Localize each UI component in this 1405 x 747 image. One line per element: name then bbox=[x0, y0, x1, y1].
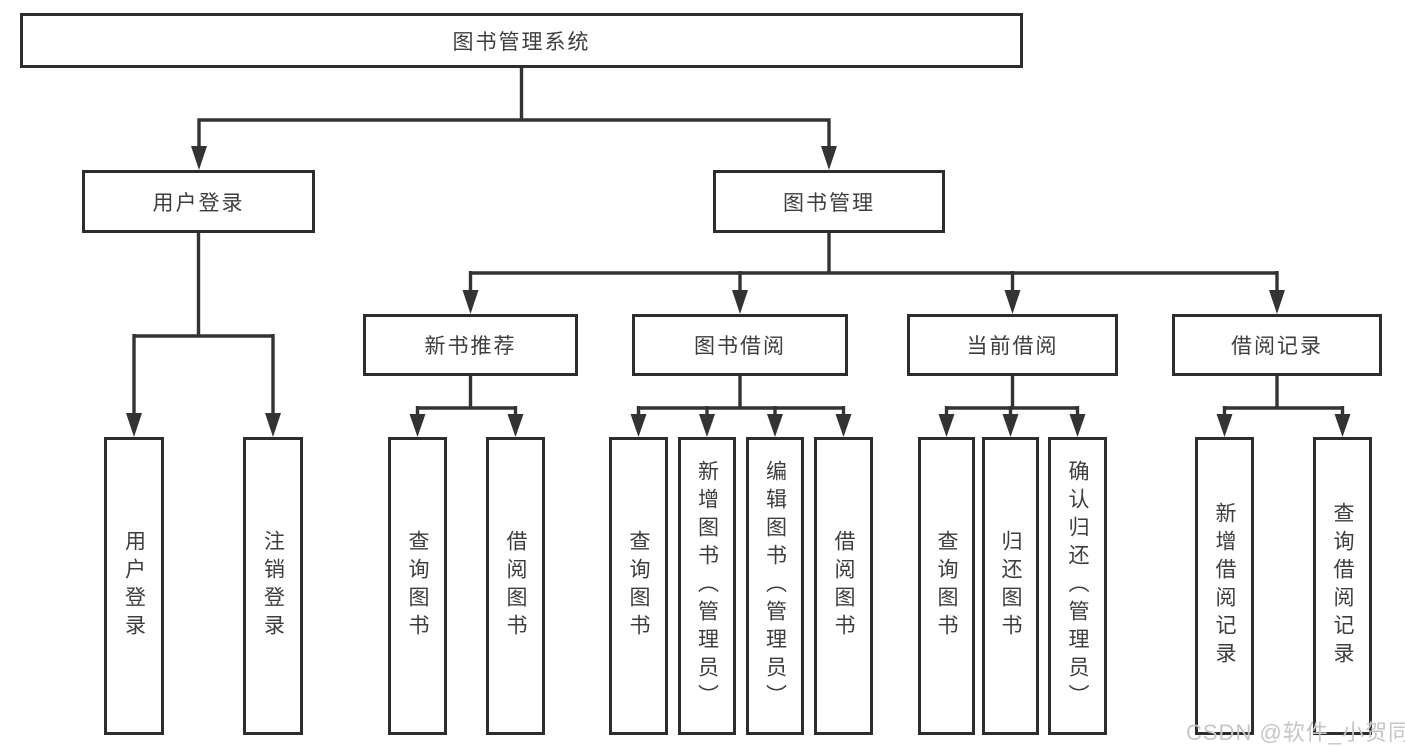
node-label: 编辑图书（管理员） bbox=[763, 460, 787, 712]
node-new-book-recommend: 新书推荐 bbox=[363, 314, 578, 376]
node-user-login-branch: 用户登录 bbox=[82, 170, 315, 233]
node-borrow-records: 借阅记录 bbox=[1172, 314, 1382, 376]
connector-current-borrow-to-leaves bbox=[938, 376, 1086, 437]
node-leaf-return-book: 归还图书 bbox=[982, 437, 1039, 735]
node-label: 图书管理 bbox=[783, 191, 875, 215]
node-root: 图书管理系统 bbox=[20, 13, 1023, 68]
node-label: 借阅记录 bbox=[1231, 335, 1323, 358]
connector-borrow-records-to-leaves bbox=[1216, 376, 1351, 437]
node-label: 归还图书 bbox=[999, 530, 1022, 642]
node-label: 借阅图书 bbox=[832, 530, 855, 642]
node-label: 查询图书 bbox=[406, 530, 429, 642]
node-book-management: 图书管理 bbox=[713, 170, 945, 233]
node-label: 新书推荐 bbox=[424, 335, 517, 358]
node-label: 图书借阅 bbox=[694, 335, 786, 358]
connector-new-book-to-leaves bbox=[409, 376, 524, 437]
node-label: 用户登录 bbox=[122, 530, 146, 642]
node-label: 确认归还（管理员） bbox=[1066, 460, 1089, 712]
node-label: 图书管理系统 bbox=[452, 30, 591, 54]
node-label: 新增借阅记录 bbox=[1213, 502, 1236, 670]
node-label: 查询图书 bbox=[627, 530, 650, 642]
node-label: 注销登录 bbox=[261, 530, 285, 642]
node-leaf-edit-book-admin: 编辑图书（管理员） bbox=[746, 437, 804, 735]
node-leaf-add-book-admin: 新增图书（管理员） bbox=[678, 437, 736, 735]
node-leaf-query-book-borrow: 查询图书 bbox=[609, 437, 668, 735]
connector-book-borrow-to-leaves bbox=[630, 376, 852, 437]
node-book-borrow: 图书借阅 bbox=[632, 314, 848, 376]
node-label: 新增图书（管理员） bbox=[695, 460, 719, 712]
node-current-borrow: 当前借阅 bbox=[907, 314, 1118, 376]
node-leaf-query-borrow-record: 查询借阅记录 bbox=[1313, 437, 1372, 735]
node-leaf-borrow-book: 借阅图书 bbox=[814, 437, 873, 735]
node-label: 用户登录 bbox=[152, 191, 245, 215]
node-label: 查询图书 bbox=[935, 530, 958, 642]
connector-user-login-to-leaves bbox=[126, 233, 281, 437]
connector-book-management-to-modules bbox=[462, 233, 1285, 314]
node-leaf-confirm-return-admin: 确认归还（管理员） bbox=[1048, 437, 1107, 735]
node-label: 当前借阅 bbox=[966, 335, 1059, 358]
node-leaf-borrow-book-recommend: 借阅图书 bbox=[486, 437, 545, 735]
csdn-watermark: CSDN @软件_小贺同学 bbox=[1186, 720, 1405, 745]
node-label: 借阅图书 bbox=[504, 530, 527, 642]
node-label: 查询借阅记录 bbox=[1331, 502, 1354, 670]
node-leaf-query-book-current: 查询图书 bbox=[918, 437, 975, 735]
node-leaf-logout: 注销登录 bbox=[243, 437, 303, 735]
node-leaf-query-book-recommend: 查询图书 bbox=[388, 437, 447, 735]
node-leaf-user-login: 用户登录 bbox=[104, 437, 164, 735]
node-leaf-add-borrow-record: 新增借阅记录 bbox=[1195, 437, 1254, 735]
connector-root-to-branches bbox=[191, 68, 837, 170]
